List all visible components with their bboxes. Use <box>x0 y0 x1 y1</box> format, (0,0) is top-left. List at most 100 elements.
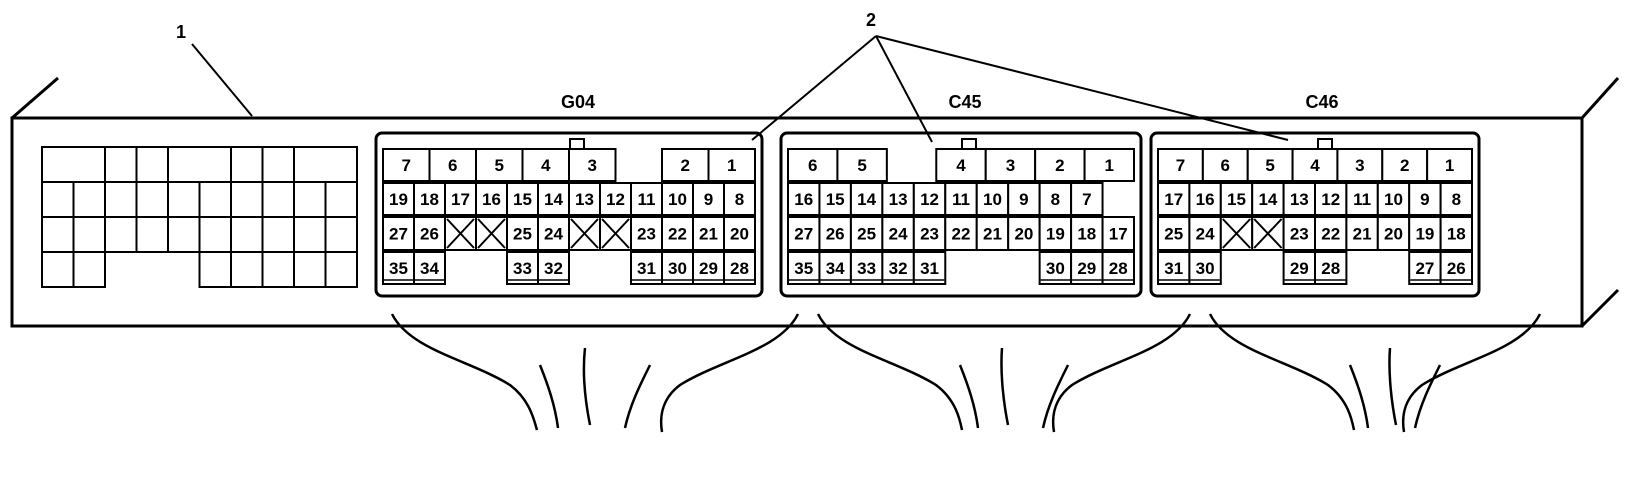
pin-cavity <box>818 216 852 251</box>
locking-tab <box>961 138 977 150</box>
pin-number: 10 <box>668 190 687 209</box>
pin-cavity <box>1188 251 1222 285</box>
pin-cavity <box>1314 182 1348 216</box>
pin-number: 13 <box>889 190 908 209</box>
pin-number: 12 <box>920 190 939 209</box>
grid-cell <box>167 146 232 183</box>
pin-number: 8 <box>1051 190 1060 209</box>
pin-number: 16 <box>794 190 813 209</box>
pin-number: 13 <box>575 190 594 209</box>
pin-cavity <box>413 216 446 251</box>
pin-cavity <box>818 182 852 216</box>
pin-number: 23 <box>637 225 656 244</box>
housing-right-bottom-edge <box>1580 288 1620 328</box>
pin-number: 1 <box>1105 156 1114 175</box>
pin-number: 15 <box>826 190 845 209</box>
grid-cell <box>293 181 327 218</box>
pin-number: 11 <box>1353 190 1371 209</box>
pin-number: 32 <box>544 259 563 278</box>
pin-number: 7 <box>402 156 411 175</box>
grid-cell <box>72 251 106 288</box>
grid-cell <box>261 146 295 183</box>
pin-cavity <box>787 251 821 285</box>
pin-number: 33 <box>513 259 532 278</box>
pin-number: 14 <box>544 190 563 209</box>
pin-cavity <box>944 216 978 251</box>
pin-number: 19 <box>1415 225 1434 244</box>
pin-number: 31 <box>920 259 939 278</box>
pin-cavity <box>506 251 539 285</box>
pin-number: 30 <box>1196 259 1215 278</box>
pin-number: 31 <box>637 259 656 278</box>
pin-cavity <box>944 182 978 216</box>
pin-number: 1 <box>727 156 736 175</box>
pin-cavity <box>836 148 888 182</box>
grid-cell <box>293 146 358 183</box>
pin-number: 33 <box>857 259 876 278</box>
callout-2-leader-g04 <box>751 35 877 141</box>
pin-number: 35 <box>389 259 408 278</box>
pin-number: 11 <box>638 190 656 209</box>
pin-number: 1 <box>1445 156 1454 175</box>
pin-cavity <box>935 148 987 182</box>
pin-number: 28 <box>1321 259 1340 278</box>
pin-number: 3 <box>588 156 597 175</box>
pin-number: 26 <box>1447 259 1466 278</box>
pin-cavity <box>1034 148 1086 182</box>
pin-cavity <box>1070 216 1104 251</box>
pin-cavity <box>1314 251 1348 285</box>
pin-number: 28 <box>1109 259 1128 278</box>
pin-cavity <box>661 148 710 182</box>
pin-cavity <box>1246 148 1294 182</box>
pin-number: 27 <box>389 225 408 244</box>
grid-cell <box>293 251 327 288</box>
pin-number: 22 <box>668 225 687 244</box>
pin-cavity <box>1314 216 1348 251</box>
pin-cavity <box>1439 216 1473 251</box>
grid-cell <box>261 181 295 218</box>
pin-number: 35 <box>794 259 813 278</box>
grid-cell <box>324 216 358 253</box>
pin-cavity <box>1188 182 1222 216</box>
plugged-cavity-icon <box>1222 218 1251 249</box>
plugged-cavity-icon <box>446 218 475 249</box>
plugged-cavity-icon <box>1253 218 1283 249</box>
connector-shell <box>779 131 1143 298</box>
pin-cavity <box>661 216 694 251</box>
pin-cavity <box>787 216 821 251</box>
pin-cavity <box>1282 216 1316 251</box>
connector-label: C45 <box>948 92 981 112</box>
pin-cavity <box>1291 148 1339 182</box>
pin-number: 6 <box>448 156 457 175</box>
pin-number: 26 <box>420 225 439 244</box>
pin-cavity <box>1439 182 1473 216</box>
pin-number: 2 <box>1055 156 1064 175</box>
pin-cavity <box>1038 216 1073 251</box>
pin-cavity <box>1101 216 1135 251</box>
plugged-cavity-icon <box>570 218 599 249</box>
pin-number: 16 <box>482 190 501 209</box>
pin-cavity <box>537 251 570 285</box>
pin-cavity <box>881 182 915 216</box>
pin-number: 9 <box>704 190 713 209</box>
pin-number: 21 <box>1353 225 1372 244</box>
callout-2: 2 <box>866 10 876 30</box>
connector-label: C46 <box>1305 92 1338 112</box>
plugged-cavity-icon <box>601 218 630 249</box>
pin-number: 25 <box>857 225 876 244</box>
pin-number: 9 <box>1420 190 1429 209</box>
pin-number: 18 <box>1447 225 1466 244</box>
grid-cell <box>72 181 106 218</box>
pin-number: 29 <box>699 259 718 278</box>
pin-number: 9 <box>1019 190 1028 209</box>
pin-cavity <box>849 251 884 285</box>
pin-number: 25 <box>513 225 532 244</box>
pin-number: 22 <box>952 225 971 244</box>
grid-cell <box>198 251 232 288</box>
pin-number: 4 <box>541 156 551 175</box>
plugged-cavity-icon <box>477 218 506 249</box>
pin-number: 32 <box>889 259 908 278</box>
pin-number: 13 <box>1290 190 1309 209</box>
